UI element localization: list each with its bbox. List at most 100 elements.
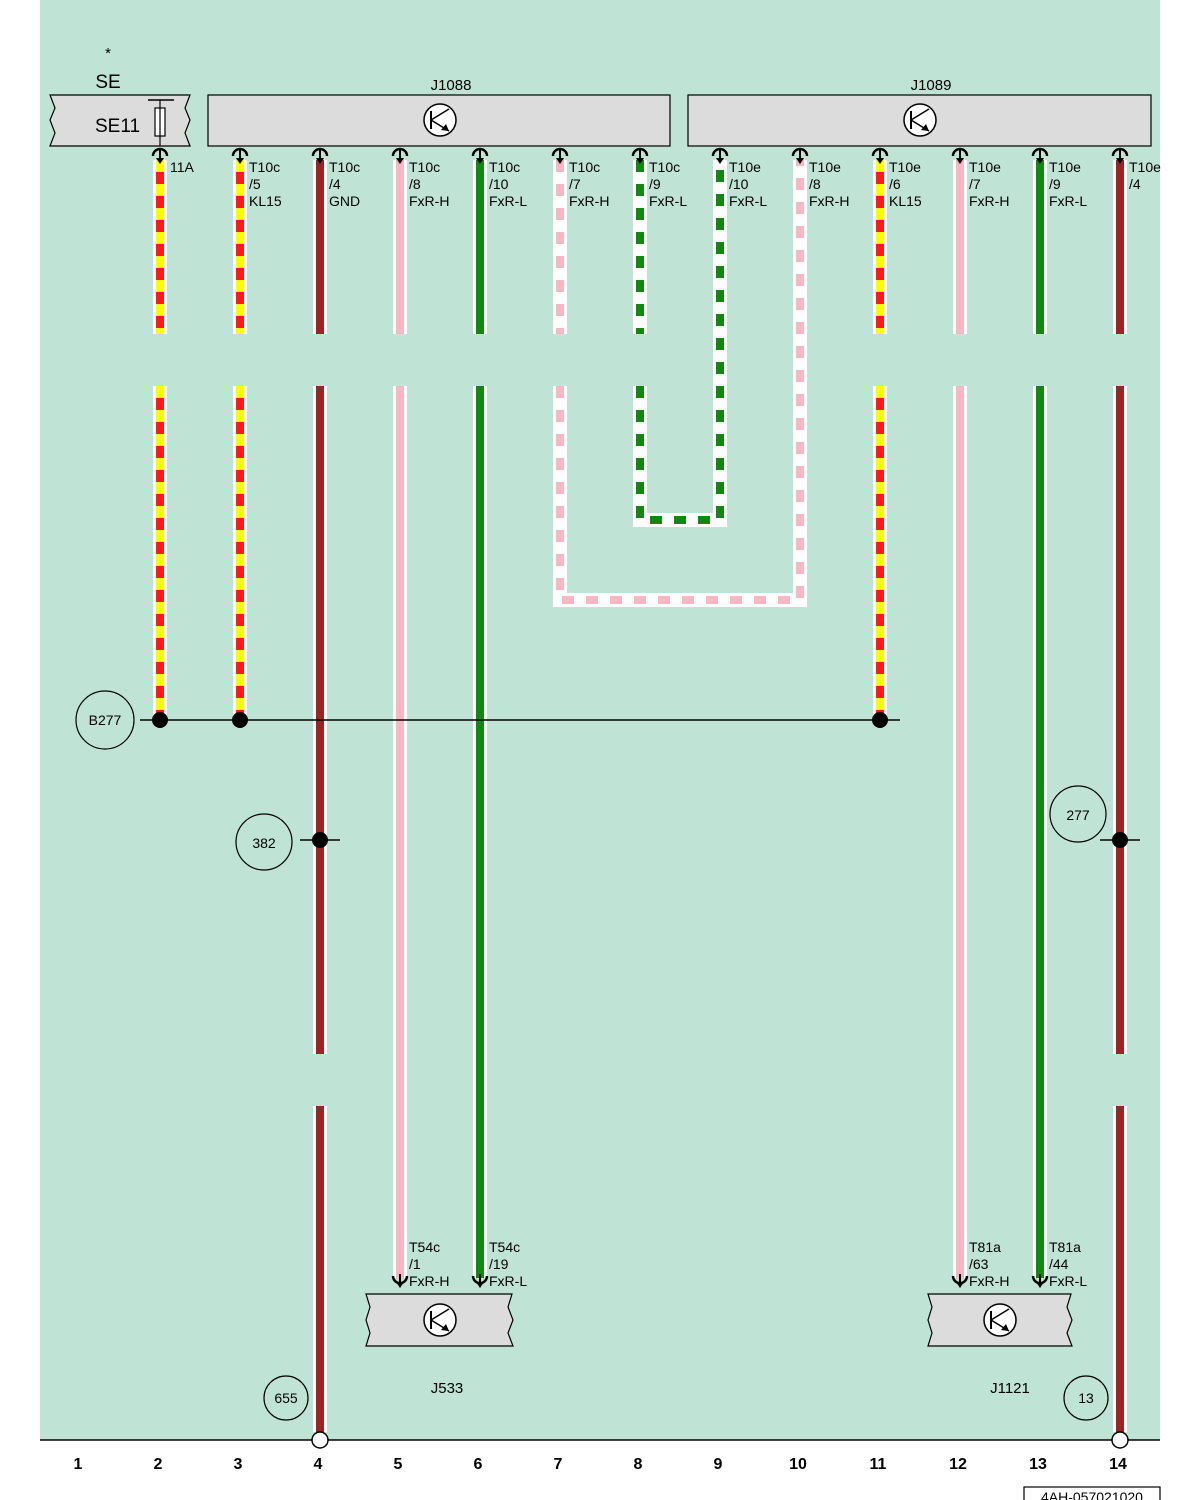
wire-col12: [953, 160, 967, 1278]
pin-label-col6: T10c /10 FxR-L: [489, 159, 527, 209]
pin-line2: /9: [649, 176, 661, 192]
pin-line1: T54c: [489, 1239, 520, 1255]
connector-icon: [951, 147, 969, 164]
column-number: 14: [1109, 1456, 1127, 1473]
pin-line3: FxR-H: [809, 193, 849, 209]
ground-terminal[interactable]: [1111, 1431, 1129, 1449]
column-number: 10: [789, 1456, 807, 1473]
connector-icon: [1031, 1274, 1049, 1288]
component-j1088[interactable]: J1088: [207, 77, 671, 147]
pin-label-col10: T10e /8 FxR-H: [809, 159, 849, 209]
connector-icon: [1111, 147, 1129, 164]
junction-dot: [1112, 832, 1128, 848]
pin-line3: FxR-H: [969, 1273, 1009, 1289]
footer-code-box: [1023, 1486, 1161, 1500]
pin-line2: /5: [249, 176, 261, 192]
pin-labels-bottom: T54c /1 FxR-H T54c /19 FxR-L T81a /63 Fx…: [409, 1239, 1087, 1289]
pin-line2: /19: [489, 1256, 509, 1272]
transistor-icon: [423, 103, 457, 137]
pin-label-col7: T10c /7 FxR-H: [569, 159, 609, 209]
connector-icon: [551, 147, 569, 164]
pin-line3: FxR-L: [489, 1273, 527, 1289]
pin-line2: /4: [329, 176, 341, 192]
pin-line1: T10c: [329, 159, 360, 175]
column-numbers: 1 2 3 4 5 6 7 8 9 10 11 12 13 14: [74, 1456, 1127, 1473]
pin-line3: FxR-L: [489, 193, 527, 209]
pin-label-col13: T10e /9 FxR-L: [1049, 159, 1087, 209]
junction-dot: [312, 832, 328, 848]
footer-code: 4AH-057021020: [1041, 1489, 1143, 1500]
wire-col3: [233, 160, 247, 720]
column-number: 1: [74, 1456, 83, 1473]
pin-line3: KL15: [249, 193, 282, 209]
pin-labels-top: 11A T10c /5 KL15 T10c /4 GND T10c /8 FxR…: [170, 159, 1161, 209]
connector-icon: [151, 147, 169, 164]
junction-dot: [152, 712, 168, 728]
ref-circle-13[interactable]: [1063, 1375, 1109, 1421]
wires: [153, 160, 1127, 1432]
component-j1121[interactable]: J1121: [927, 1293, 1073, 1397]
pin-line2: /7: [569, 176, 581, 192]
connector-icon: [631, 147, 649, 164]
column-number: 2: [154, 1456, 163, 1473]
ref-label: 382: [252, 835, 276, 851]
pin-label-col8: T10c /9 FxR-L: [649, 159, 687, 209]
pin-line1: T10e: [729, 159, 761, 175]
pin-line1: T10c: [569, 159, 600, 175]
wire-col6: [473, 160, 487, 1278]
se-name: SE11: [95, 116, 140, 137]
pin-line2: /9: [1049, 176, 1061, 192]
pin-line2: /44: [1049, 1256, 1069, 1272]
transistor-icon: [983, 1303, 1017, 1337]
wire-col7-col10-loop: [553, 160, 807, 607]
pin-line3: FxR-H: [409, 1273, 449, 1289]
wire-col14-ground: [1113, 160, 1127, 1432]
component-j1089[interactable]: J1089: [687, 77, 1152, 147]
bottom-pin-label-col12: T81a /63 FxR-H: [969, 1239, 1009, 1289]
pin-line3: KL15: [889, 193, 922, 209]
pin-line2: /1: [409, 1256, 421, 1272]
wire-col8-col9-loop: [633, 160, 727, 527]
pin-line2: /7: [969, 176, 981, 192]
pin-line3: FxR-H: [969, 193, 1009, 209]
connector-icon: [711, 147, 729, 164]
pin-line1: T54c: [409, 1239, 440, 1255]
ref-circle-277[interactable]: [1049, 785, 1107, 843]
wire-col5: [393, 160, 407, 1278]
pin-line2: /8: [409, 176, 421, 192]
connector-icon: [391, 1274, 409, 1288]
bottom-pin-label-col5: T54c /1 FxR-H: [409, 1239, 449, 1289]
ground-terminal[interactable]: [311, 1431, 329, 1449]
ref-label: 277: [1066, 807, 1090, 823]
pin-line3: FxR-L: [649, 193, 687, 209]
pin-line2: /10: [489, 176, 509, 192]
ref-circle-382[interactable]: [235, 813, 293, 871]
column-number: 5: [394, 1456, 403, 1473]
connector-icon: [791, 147, 809, 164]
column-number: 4: [314, 1456, 323, 1473]
j1121-name: J1121: [990, 1380, 1030, 1397]
component-j533[interactable]: J533: [365, 1293, 514, 1397]
bottom-pin-label-col13: T81a /44 FxR-L: [1049, 1239, 1087, 1289]
pin-label-col2: 11A: [170, 159, 195, 175]
pin-line1: T10e: [809, 159, 841, 175]
connector-icon: [311, 147, 329, 164]
connector-icon: [471, 1274, 489, 1288]
pin-label-col11: T10e /6 KL15: [889, 159, 922, 209]
wire-col2: [153, 160, 167, 720]
connector-icon: [951, 1274, 969, 1288]
column-number: 12: [949, 1456, 967, 1473]
pin-line2: /8: [809, 176, 821, 192]
component-se[interactable]: * SE SE11: [49, 45, 191, 147]
connector-icon: [871, 147, 889, 164]
ref-circle-655[interactable]: [263, 1375, 309, 1421]
column-number: 8: [634, 1456, 643, 1473]
pin-line3: FxR-H: [569, 193, 609, 209]
column-number: 13: [1029, 1456, 1047, 1473]
transistor-icon: [423, 1303, 457, 1337]
se-group-label: SE: [95, 72, 120, 93]
bottom-connectors: [391, 1274, 1049, 1288]
ref-circle-b277[interactable]: [75, 690, 135, 750]
column-number: 9: [714, 1456, 723, 1473]
